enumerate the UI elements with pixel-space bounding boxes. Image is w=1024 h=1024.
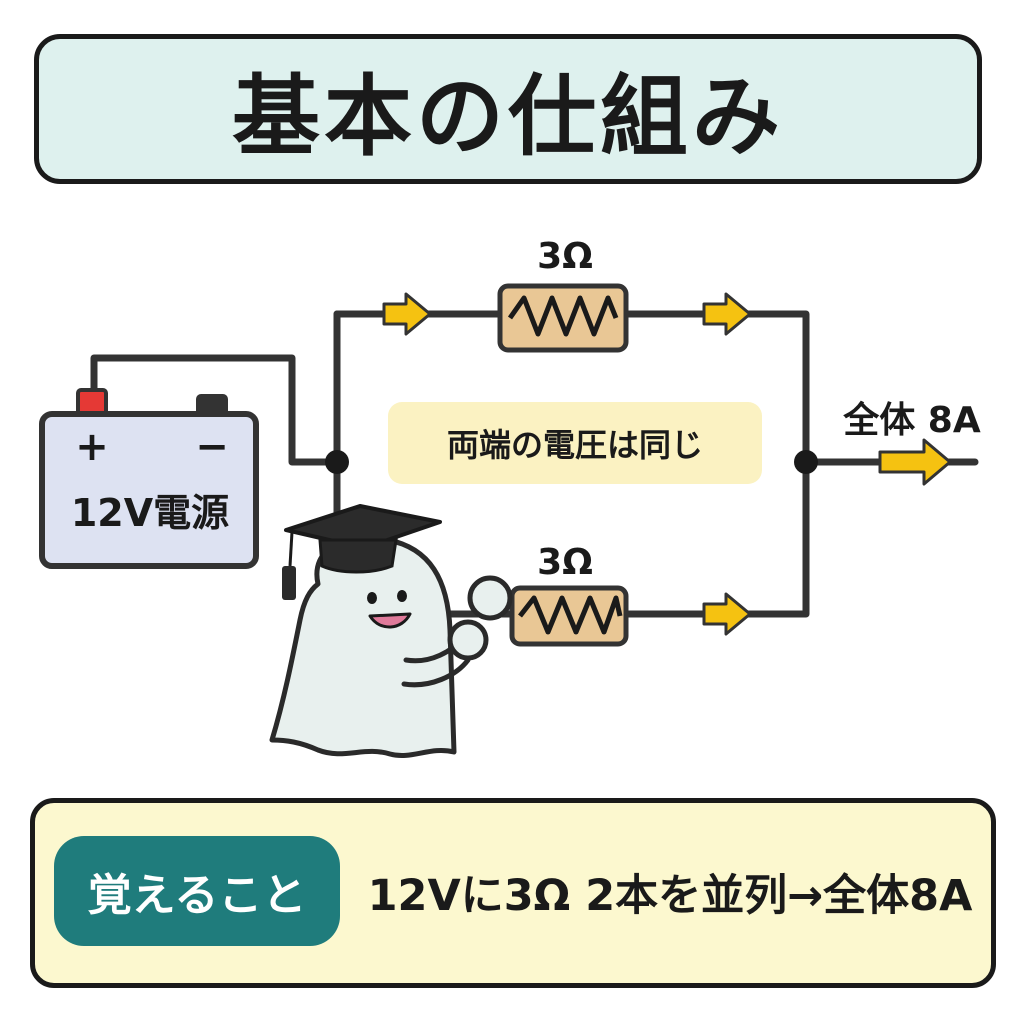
wire-battery-to-junction <box>90 354 341 466</box>
current-arrow-icon <box>878 438 952 486</box>
current-arrow-icon <box>382 292 432 336</box>
junction-left <box>325 450 349 474</box>
ghost-eye-right <box>397 590 407 602</box>
current-arrow-icon <box>702 592 752 636</box>
current-arrow-icon <box>702 292 752 336</box>
graduation-cap-icon <box>282 504 442 600</box>
page-title: 基本の仕組み <box>231 64 784 168</box>
ghost-mascot <box>269 535 513 758</box>
ghost-eye-left <box>367 592 377 604</box>
ghost-mouth <box>368 612 412 629</box>
junction-right <box>794 450 818 474</box>
resistor-bottom-label: 3Ω <box>537 542 593 583</box>
positive-symbol: + <box>75 424 109 470</box>
memo-badge: 覚えること <box>54 836 340 946</box>
negative-symbol: − <box>195 424 229 470</box>
ghost-hand-lower <box>447 619 489 661</box>
battery-body <box>39 411 259 569</box>
resistor-top-label: 3Ω <box>537 236 593 277</box>
resistor-top <box>497 283 629 353</box>
output-current-label: 全体 8A <box>842 399 981 441</box>
memo-badge-label: 覚えること <box>87 870 307 921</box>
memo-summary: 12Vに3Ω 2本を並列→全体8A <box>360 852 980 932</box>
ghost-hand-upper <box>467 575 513 621</box>
battery-label: 12V電源 <box>71 491 229 535</box>
title-panel: 基本の仕組み <box>34 34 982 184</box>
note-text: 両端の電圧は同じ <box>446 426 703 464</box>
battery <box>39 388 259 569</box>
resistor-bottom <box>509 585 629 647</box>
note-box: 両端の電圧は同じ <box>388 402 762 484</box>
ghost-arm-lower <box>401 657 471 688</box>
memo-summary-text: 12Vに3Ω 2本を並列→全体8A <box>367 871 973 921</box>
